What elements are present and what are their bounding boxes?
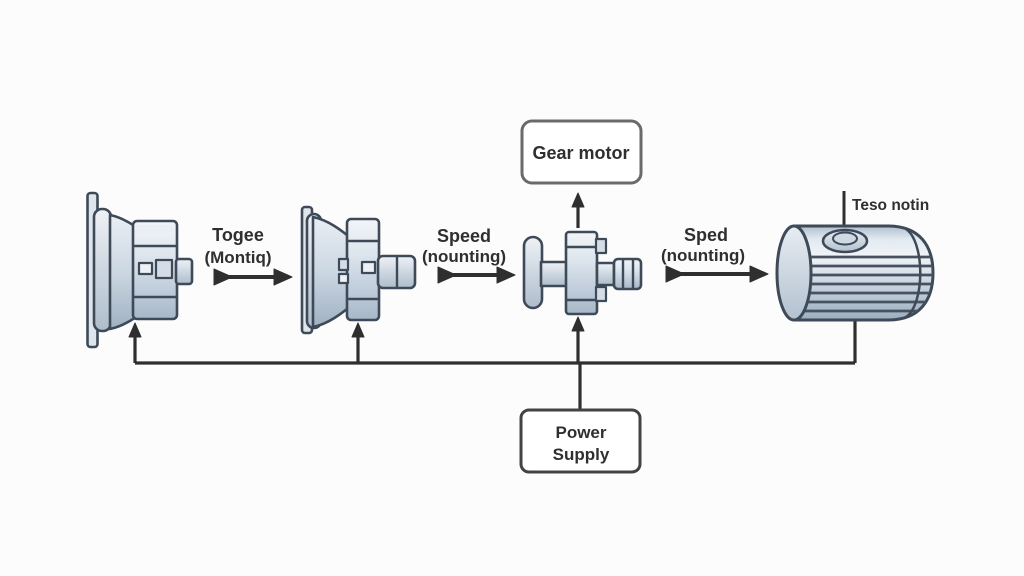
coupling-step-detail-bottom	[594, 285, 608, 303]
coupling-label-1-line2: (Montiq)	[204, 248, 271, 267]
coupling-label-1-line1: Togee	[212, 225, 264, 245]
gearbox-left	[86, 191, 194, 349]
power-supply-label-line2: Supply	[553, 445, 610, 464]
electric-motor	[775, 224, 935, 322]
coupling-label-2-line2: (nounting)	[422, 247, 506, 266]
gearbox-left-keyway-detail	[137, 261, 154, 276]
coupling-label-3-line2: (nounting)	[661, 246, 745, 265]
coupling-flange	[522, 235, 544, 310]
motor-pointer-label: Teso notin	[852, 197, 929, 214]
gearbox-left-hub-detail	[154, 258, 174, 280]
diagram-labels: Gear motor Power Supply Togee (Montiq) S…	[204, 143, 929, 464]
coupling-center	[522, 230, 643, 316]
coupling-step-shaft	[595, 261, 616, 287]
gearbox-left-mount-plate	[92, 207, 113, 333]
label-boxes	[519, 119, 643, 474]
motor-terminal-boss-inner	[832, 231, 858, 246]
coupling-step-detail-top	[594, 237, 608, 255]
motor-front-cap	[775, 224, 813, 322]
power-supply-label-line1: Power	[555, 423, 606, 442]
gearbox-middle	[300, 205, 417, 335]
coupling-sleeve	[612, 257, 643, 291]
gearbox-left-output-shaft	[174, 257, 194, 286]
coupling-input-shaft	[539, 260, 570, 288]
gear-motor-box	[520, 119, 643, 185]
gearbox-middle-keyway-detail	[360, 260, 377, 275]
power-supply-box	[519, 408, 642, 474]
motor-end-cap-arc	[905, 227, 922, 319]
coupling-label-2-line1: Speed	[437, 226, 491, 246]
gearbox-middle-tab-detail-1	[337, 257, 350, 272]
coupling-hub-block	[564, 230, 599, 316]
gearbox-middle-tab-detail-2	[337, 272, 350, 285]
gear-motor-box-label: Gear motor	[532, 143, 629, 163]
coupling-arrows	[213, 265, 769, 286]
gearbox-left-block-highlight	[136, 225, 174, 237]
coupling-label-3-line1: Sped	[684, 225, 728, 245]
power-bus-lines	[128, 191, 857, 411]
